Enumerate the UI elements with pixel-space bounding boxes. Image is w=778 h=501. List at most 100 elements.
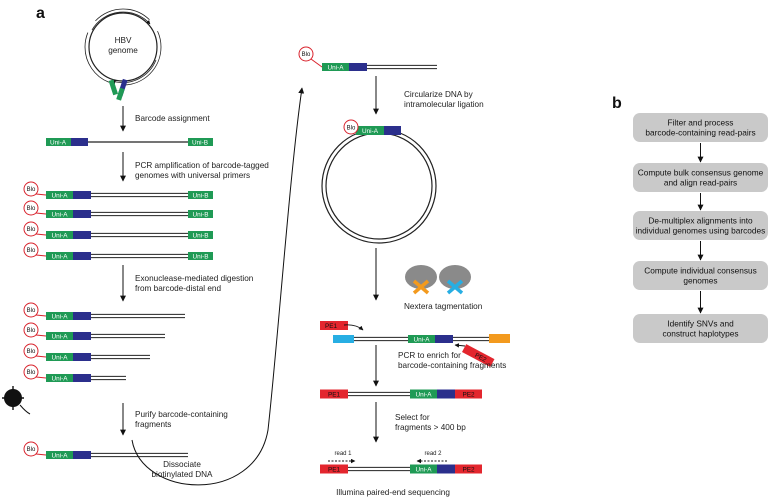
pe2-adapter (455, 464, 482, 474)
uni-b-label: Uni-B (193, 192, 209, 199)
barcode-segment (73, 374, 91, 382)
pe1-adapter (320, 321, 348, 330)
step-size-select-line1: Select for (395, 413, 430, 422)
circularized-molecule (321, 119, 437, 244)
dissociate-line2: biotinylated DNA (152, 470, 214, 479)
flowchart-box-text: barcode-containing read-pairs (645, 128, 755, 138)
enriched-fragment: PE1 Uni-A PE2 (320, 389, 482, 399)
cyan-tag (333, 335, 354, 343)
biotin-label: Blo (27, 206, 36, 212)
uni-a-segment (46, 210, 73, 218)
barcode-segment (73, 252, 91, 260)
pe1-label: PE1 (328, 466, 341, 473)
biotin-linker (35, 233, 47, 236)
flowchart-box-text: Compute individual consensus (644, 266, 757, 276)
step-barcode-assignment: Barcode assignment (135, 114, 210, 123)
biotin-linker (35, 334, 47, 337)
uni-a-segment (408, 335, 435, 343)
step-pcr-line2: genomes with universal primers (135, 171, 250, 180)
uni-a-label: Uni-A (414, 336, 431, 343)
uni-b-segment (188, 191, 213, 199)
biotin-tag (23, 200, 39, 216)
flowchart-box-text: Filter and process (668, 118, 734, 128)
step-tagmentation: Nextera tagmentation (404, 302, 483, 311)
flowchart-box-text: genomes (683, 276, 717, 286)
barcode-segment (437, 464, 455, 474)
flowchart-box-bg (633, 113, 768, 142)
flowchart-box-text: individual genomes using barcodes (636, 226, 766, 236)
pe1-label: PE1 (325, 323, 338, 330)
biotin-label: Blo (27, 227, 36, 233)
uni-b-segment (188, 252, 213, 260)
amplified-copy: Uni-A Uni-B Blo (23, 221, 213, 239)
flowchart-box-text: De-multiplex alignments into (648, 216, 753, 226)
biotin-label: Blo (27, 248, 36, 254)
step-pcr-enrich-line2: barcode-containing fragments (398, 361, 506, 370)
uni-a-label: Uni-A (50, 140, 67, 147)
barcode-segment (73, 210, 91, 218)
uni-b-label: Uni-B (193, 211, 209, 218)
read-1-label: read 1 (334, 451, 352, 457)
uni-a-segment (410, 389, 437, 399)
step-size-select-line2: fragments > 400 bp (395, 423, 466, 432)
uni-a-label: Uni-A (52, 192, 69, 199)
step-exonuclease-line2: from barcode-distal end (135, 284, 221, 293)
barcode-segment (349, 63, 367, 71)
uni-b-label: Uni-B (193, 253, 209, 260)
genome-label-line1: HBV (115, 36, 132, 45)
uni-a-segment (410, 464, 437, 474)
biotin-tag (23, 181, 39, 197)
uni-a-label: Uni-A (416, 391, 433, 398)
biotin-tag (23, 242, 39, 258)
biotin-tag (298, 46, 314, 62)
step-circularize-line1: Circularize DNA by (404, 90, 474, 99)
biotin-linker (35, 314, 47, 317)
primer-pair-icon (108, 78, 128, 101)
uni-a-label: Uni-A (52, 253, 69, 260)
biotin-tag (23, 364, 39, 380)
uni-a-segment (46, 252, 73, 260)
biotin-tag (23, 441, 39, 457)
biotin-tag (23, 343, 39, 359)
pe2-label: PE2 (462, 391, 475, 398)
uni-b-label: Uni-B (193, 232, 209, 239)
flowchart-box-text: Compute bulk consensus genome (638, 168, 764, 178)
uni-a-label: Uni-A (52, 313, 69, 320)
pe1-label: PE1 (328, 391, 341, 398)
flowchart-box-bg (633, 211, 768, 240)
biotin-tag (23, 302, 39, 318)
read-2-label: read 2 (424, 451, 442, 457)
uni-a-label: Uni-A (52, 375, 69, 382)
biotin-linker (35, 453, 47, 456)
uni-a-label: Uni-A (328, 64, 345, 71)
amplified-copy: Uni-A Uni-B Blo (23, 242, 213, 260)
final-step-label: Illumina paired-end sequencing (336, 488, 450, 497)
step-pcr-line1: PCR amplification of barcode-tagged (135, 161, 269, 170)
uni-a-label: Uni-A (52, 333, 69, 340)
pe1-adapter (320, 464, 348, 474)
biotin-linker (35, 376, 47, 379)
biotin-linker (35, 254, 47, 257)
step-exonuclease-line1: Exonuclease-mediated digestion (135, 274, 254, 283)
biotin-label: Blo (27, 447, 36, 453)
panel-label-b: b (612, 95, 622, 112)
biotin-linker (35, 193, 47, 196)
biotin-tag (23, 221, 39, 237)
barcode-segment (73, 231, 91, 239)
barcode-segment (73, 312, 91, 320)
uni-a-label: Uni-A (52, 232, 69, 239)
biotin-label: Blo (27, 187, 36, 193)
